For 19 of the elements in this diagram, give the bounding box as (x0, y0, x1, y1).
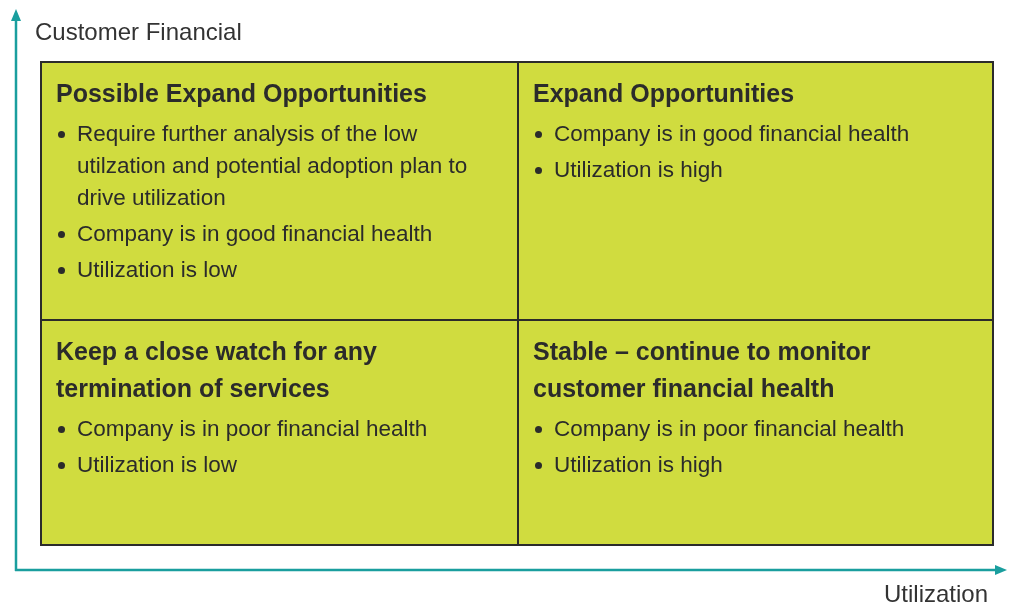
quadrant-heading: Keep a close watch for any termination of services (56, 336, 378, 404)
quadrant-box (517, 319, 994, 546)
quadrant-box (517, 61, 994, 321)
quadrant-heading: Possible Expand Opportunities (56, 78, 428, 109)
bullet-text: Company is in good financial health (77, 220, 433, 248)
axis-label: Utilization (884, 579, 989, 608)
bullet-text: Company is in good financial health (554, 120, 910, 148)
axis-label: Customer Financial (35, 17, 242, 47)
quadrant-heading: Expand Opportunities (533, 78, 796, 109)
bullet-text: Utilization is low (77, 451, 238, 479)
bullet-text: Utilization is high (554, 156, 723, 184)
quadrant-box (40, 61, 519, 321)
quadrant-box (40, 319, 519, 546)
bullet-text: Require further analysis of the low utilzation and potential adoption plan to drive utilization (77, 120, 469, 212)
bullet-text: Company is in poor financial health (554, 415, 905, 443)
quadrant-heading: Stable – continue to monitor customer financial health (533, 336, 872, 404)
bullet-text: Utilization is low (77, 256, 238, 284)
bullet-text: Utilization is high (554, 451, 723, 479)
bullet-text: Company is in poor financial health (77, 415, 428, 443)
